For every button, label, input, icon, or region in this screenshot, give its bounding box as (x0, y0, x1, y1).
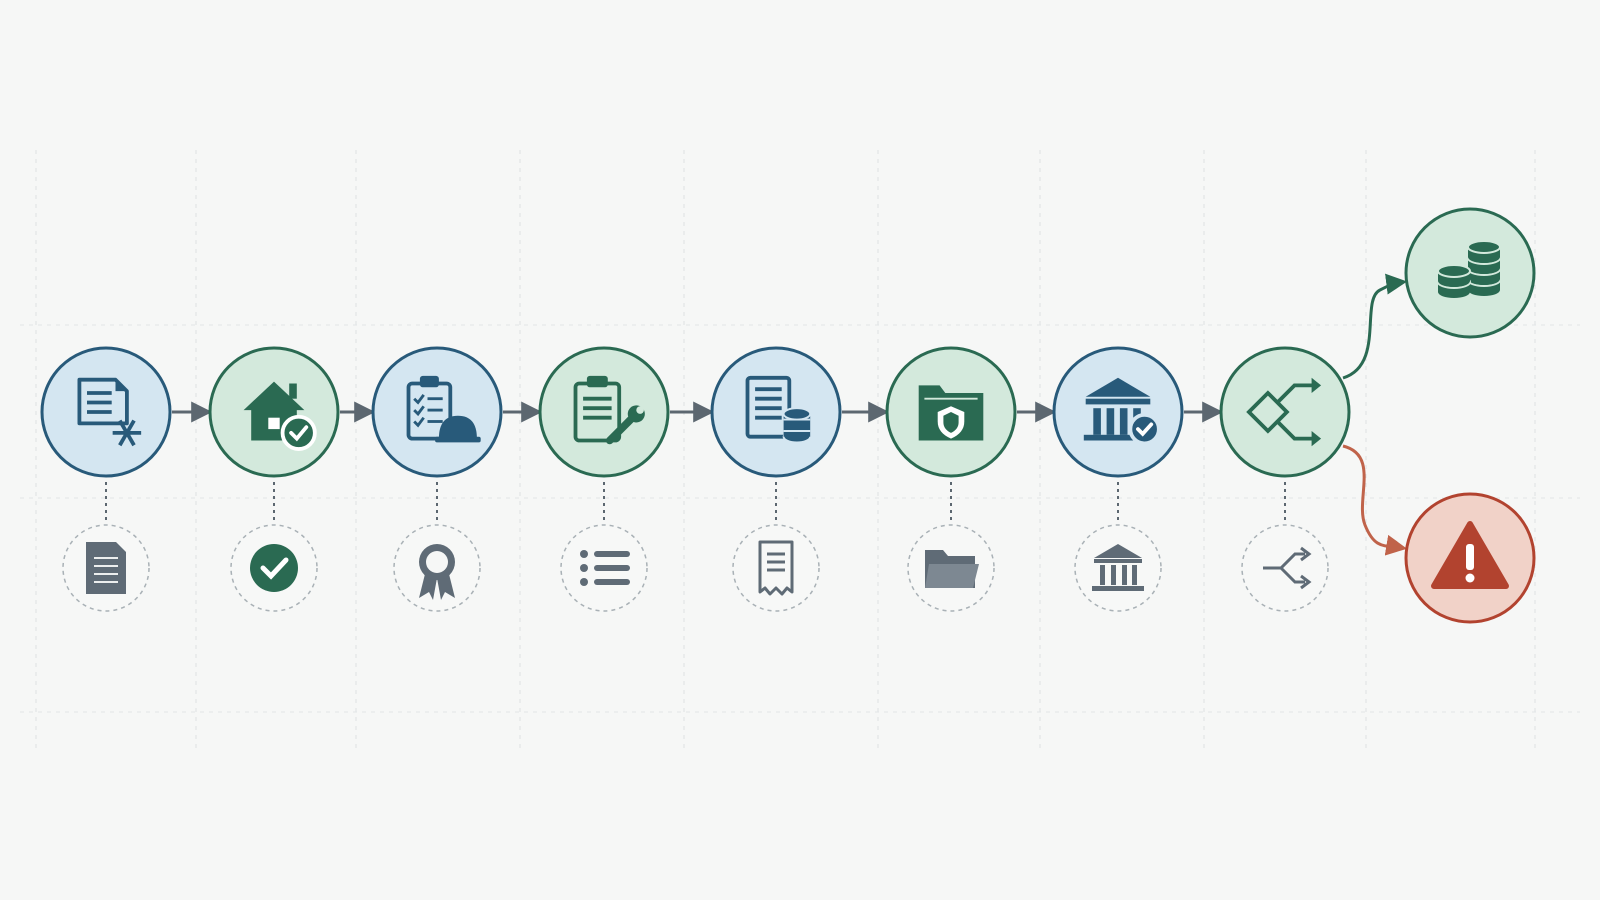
document-icon (86, 542, 126, 594)
decision-split-icon (1246, 377, 1322, 447)
award-ribbon-icon (419, 544, 455, 600)
secondary-node-3 (393, 524, 481, 612)
outcome-node-success (1404, 207, 1536, 339)
secondary-node-6 (907, 524, 995, 612)
bank-check-icon (1083, 377, 1161, 446)
outcome-node-failure (1404, 492, 1536, 624)
house-check-icon (243, 381, 317, 451)
folder-shield-icon (918, 385, 984, 441)
document-snowflake-icon (77, 377, 142, 447)
step-node-5 (710, 346, 842, 478)
step-node-1 (40, 346, 172, 478)
secondary-nodes (62, 524, 1329, 612)
warning-triangle-icon (1431, 521, 1509, 589)
clipboard-wrench-icon (573, 375, 645, 445)
secondary-node-7 (1074, 524, 1162, 612)
connector-layer (105, 273, 1408, 556)
step-node-4 (538, 346, 670, 478)
step-node-8 (1219, 346, 1351, 478)
secondary-node-1 (62, 524, 150, 612)
failure-branch-arrow (1342, 444, 1408, 556)
secondary-node-4 (560, 524, 648, 612)
step-node-6 (885, 346, 1017, 478)
secondary-node-5 (732, 524, 820, 612)
step-node-7 (1052, 346, 1184, 478)
secondary-node-8 (1241, 524, 1329, 612)
list-icon (580, 550, 630, 586)
step-node-2 (208, 346, 340, 478)
bank-icon (1092, 544, 1144, 591)
check-circle-icon (250, 544, 298, 592)
step-node-3 (371, 346, 503, 478)
outcome-nodes (1404, 207, 1536, 624)
clipboard-hardhat-icon (406, 375, 481, 443)
secondary-node-2 (230, 524, 318, 612)
step-nodes (40, 346, 1351, 478)
receipt-icon (758, 540, 794, 596)
background-grid (20, 150, 1580, 750)
coins-stack-icon (1437, 240, 1501, 298)
folder-icon (925, 550, 979, 588)
success-branch-arrow (1342, 273, 1408, 380)
document-database-icon (745, 375, 812, 444)
split-arrows-icon (1263, 546, 1312, 590)
